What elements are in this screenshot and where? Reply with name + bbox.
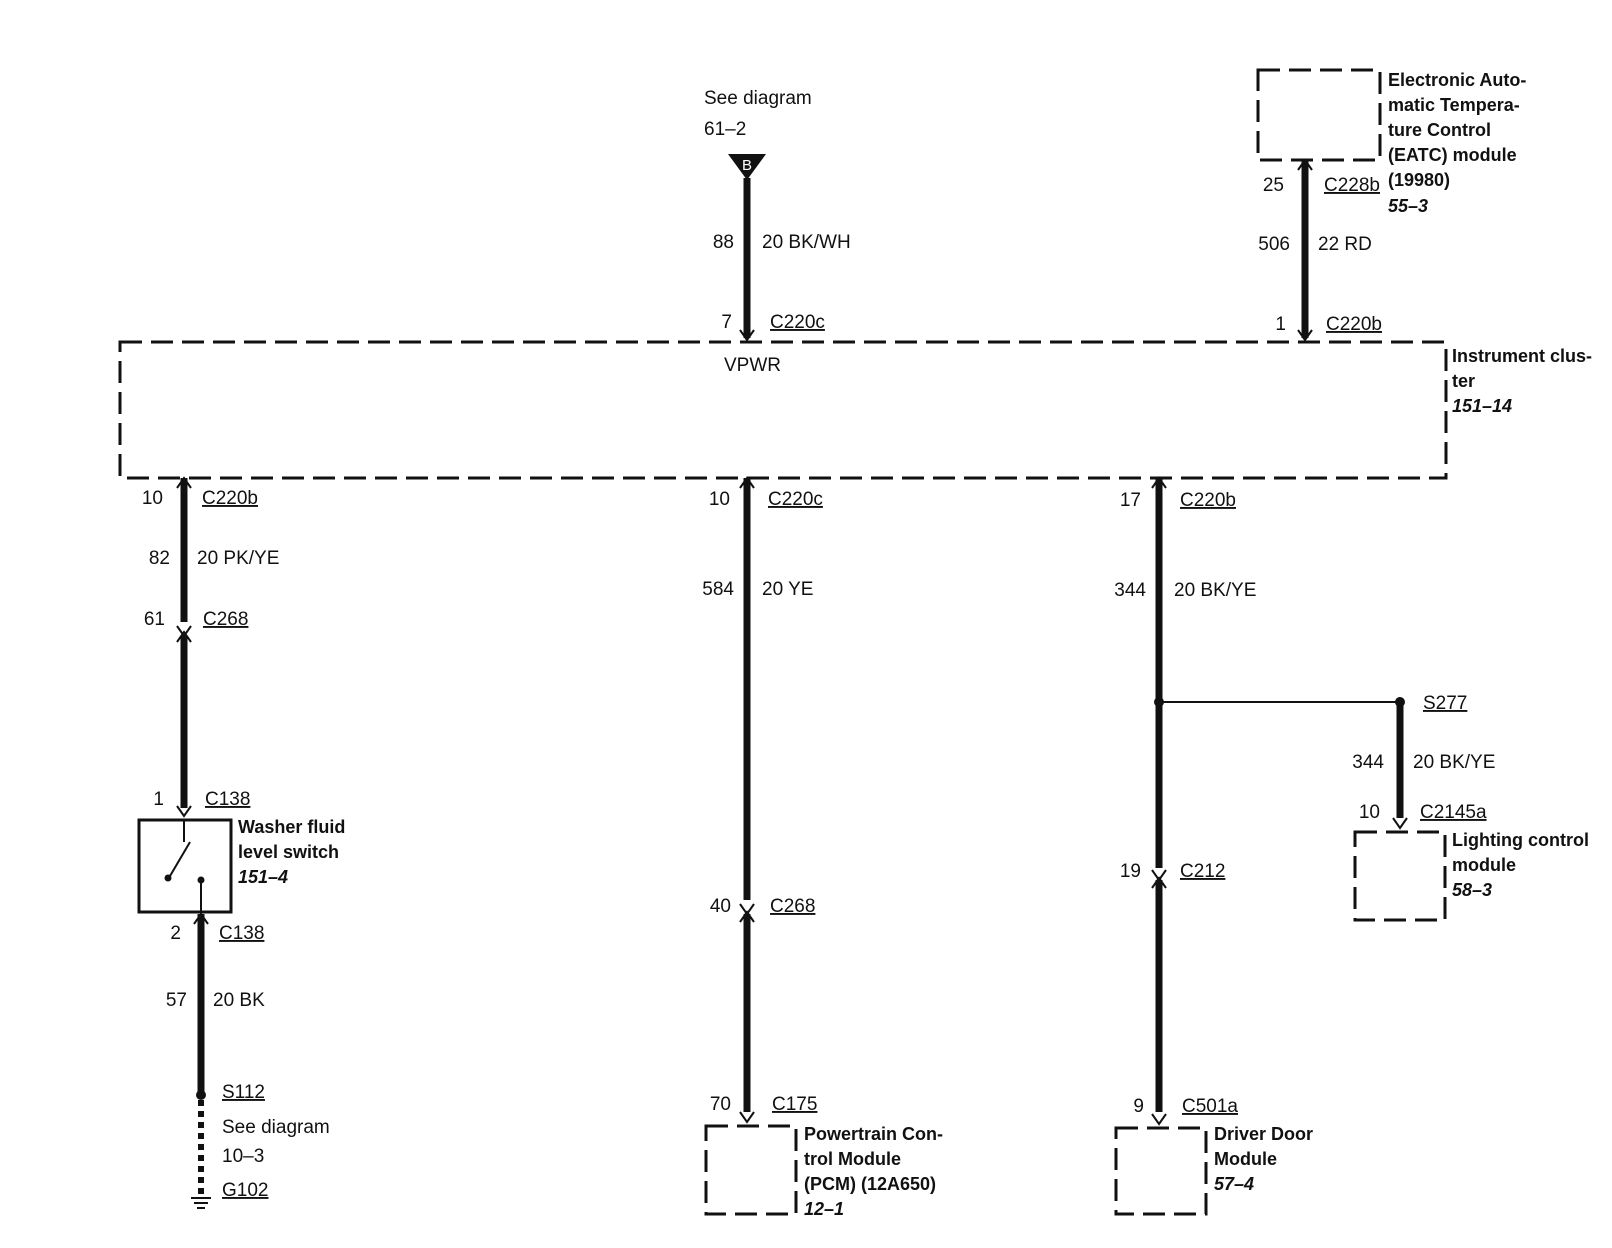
eatc-ref: 55–3 — [1388, 196, 1428, 216]
eatc-label-5: (19980) — [1388, 170, 1450, 190]
switch-label-2: level switch — [238, 842, 339, 862]
circuit-344: 344 — [1114, 580, 1146, 601]
cluster-label-2: ter — [1452, 371, 1475, 391]
connector-c212: C212 — [1180, 861, 1225, 882]
connector-c220b-right: C220b — [1180, 490, 1236, 511]
pin-10-lcm: 10 — [1359, 802, 1380, 823]
pin-arrow-7 — [739, 329, 755, 342]
pin-1-c138: 1 — [153, 789, 164, 810]
pin-10-left: 10 — [142, 488, 163, 509]
connector-letter: B — [742, 157, 752, 174]
pin-40: 40 — [710, 896, 731, 917]
eatc-label-4: (EATC) module — [1388, 145, 1517, 165]
pin-19: 19 — [1120, 861, 1141, 882]
connector-c138-top: C138 — [205, 789, 250, 810]
cluster-ref: 151–14 — [1452, 396, 1512, 416]
instrument-cluster-box — [118, 340, 1448, 480]
pcm-box — [704, 1124, 798, 1216]
eatc-module-box — [1256, 68, 1382, 162]
pin-arrow-10-lcm — [1392, 817, 1408, 830]
pcm-label-3: (PCM) (12A650) — [804, 1174, 936, 1194]
lcm-box — [1353, 830, 1447, 922]
switch-terminal-left — [164, 874, 172, 882]
pcm-label-1: Powertrain Con- — [804, 1124, 943, 1144]
wire-344-color: 20 BK/YE — [1174, 580, 1256, 601]
circuit-88: 88 — [713, 232, 734, 253]
connector-c228b: C228b — [1324, 175, 1380, 196]
connector-c220b-top: C220b — [1326, 314, 1382, 335]
ddm-ref: 57–4 — [1214, 1174, 1254, 1194]
connector-triangle-b — [728, 154, 766, 180]
splice-s277: S277 — [1423, 693, 1467, 714]
circuit-584: 584 — [702, 579, 734, 600]
eatc-label-2: matic Tempera- — [1388, 95, 1520, 115]
switch-ref: 151–4 — [238, 867, 288, 887]
pin-arrow-1 — [1297, 329, 1313, 342]
ground-g102: G102 — [222, 1180, 268, 1201]
lcm-label-2: module — [1452, 855, 1516, 875]
ddm-box — [1114, 1126, 1208, 1216]
circuit-344-lcm: 344 — [1352, 752, 1384, 773]
pin-2-c138: 2 — [170, 923, 181, 944]
wire-88-color: 20 BK/WH — [762, 232, 851, 253]
pin-arrow-70 — [739, 1111, 755, 1124]
connector-c268-left: C268 — [203, 609, 248, 630]
see-diagram-10-3-ref: 10–3 — [222, 1146, 264, 1167]
pin-7: 7 — [721, 312, 732, 333]
wire-506-color: 22 RD — [1318, 234, 1372, 255]
switch-label-1: Washer fluid — [238, 817, 345, 837]
inline-arrow-up-40 — [739, 910, 755, 923]
pcm-ref: 12–1 — [804, 1199, 844, 1219]
pin-61: 61 — [144, 609, 165, 630]
pin-70: 70 — [710, 1094, 731, 1115]
pin-17: 17 — [1120, 490, 1141, 511]
pin-25: 25 — [1263, 175, 1284, 196]
wire-57-color: 20 BK — [213, 990, 265, 1011]
circuit-82: 82 — [149, 548, 170, 569]
pin-1: 1 — [1275, 314, 1286, 335]
connector-c220c-mid: C220c — [768, 489, 823, 510]
splice-s112-dot — [196, 1090, 206, 1100]
inline-arrow-up-19 — [1151, 876, 1167, 889]
connector-c501a: C501a — [1182, 1096, 1238, 1117]
wire-82-color: 20 PK/YE — [197, 548, 279, 569]
inline-arrow-up-61 — [176, 630, 192, 643]
circuit-57: 57 — [166, 990, 187, 1011]
pin-9: 9 — [1133, 1096, 1144, 1117]
pcm-label-2: trol Module — [804, 1149, 901, 1169]
ddm-label-1: Driver Door — [1214, 1124, 1313, 1144]
vpwr-label: VPWR — [724, 355, 781, 376]
switch-contact — [169, 841, 191, 877]
lcm-label-1: Lighting control — [1452, 830, 1589, 850]
ground-icon — [191, 1197, 211, 1209]
see-diagram-10-3-label: See diagram — [222, 1117, 330, 1138]
ddm-label-2: Module — [1214, 1149, 1277, 1169]
connector-c138-bottom: C138 — [219, 923, 264, 944]
connector-c220c-top: C220c — [770, 312, 825, 333]
lcm-ref: 58–3 — [1452, 880, 1492, 900]
circuit-506: 506 — [1258, 234, 1290, 255]
connector-c2145a: C2145a — [1420, 802, 1487, 823]
pin-arrow-1-c138 — [176, 805, 192, 818]
connector-c220b-left: C220b — [202, 488, 258, 509]
wire-584-color: 20 YE — [762, 579, 813, 600]
pin-arrow-9 — [1151, 1113, 1167, 1126]
see-diagram-label: See diagram — [704, 88, 812, 109]
pin-10-mid: 10 — [709, 489, 730, 510]
see-diagram-ref: 61–2 — [704, 119, 746, 140]
splice-s112: S112 — [222, 1082, 265, 1103]
connector-c268-mid: C268 — [770, 896, 815, 917]
connector-c175: C175 — [772, 1094, 817, 1115]
eatc-label-1: Electronic Auto- — [1388, 70, 1526, 90]
cluster-label-1: Instrument clus- — [1452, 346, 1592, 366]
wire-344-lcm-color: 20 BK/YE — [1413, 752, 1495, 773]
eatc-label-3: ture Control — [1388, 120, 1491, 140]
